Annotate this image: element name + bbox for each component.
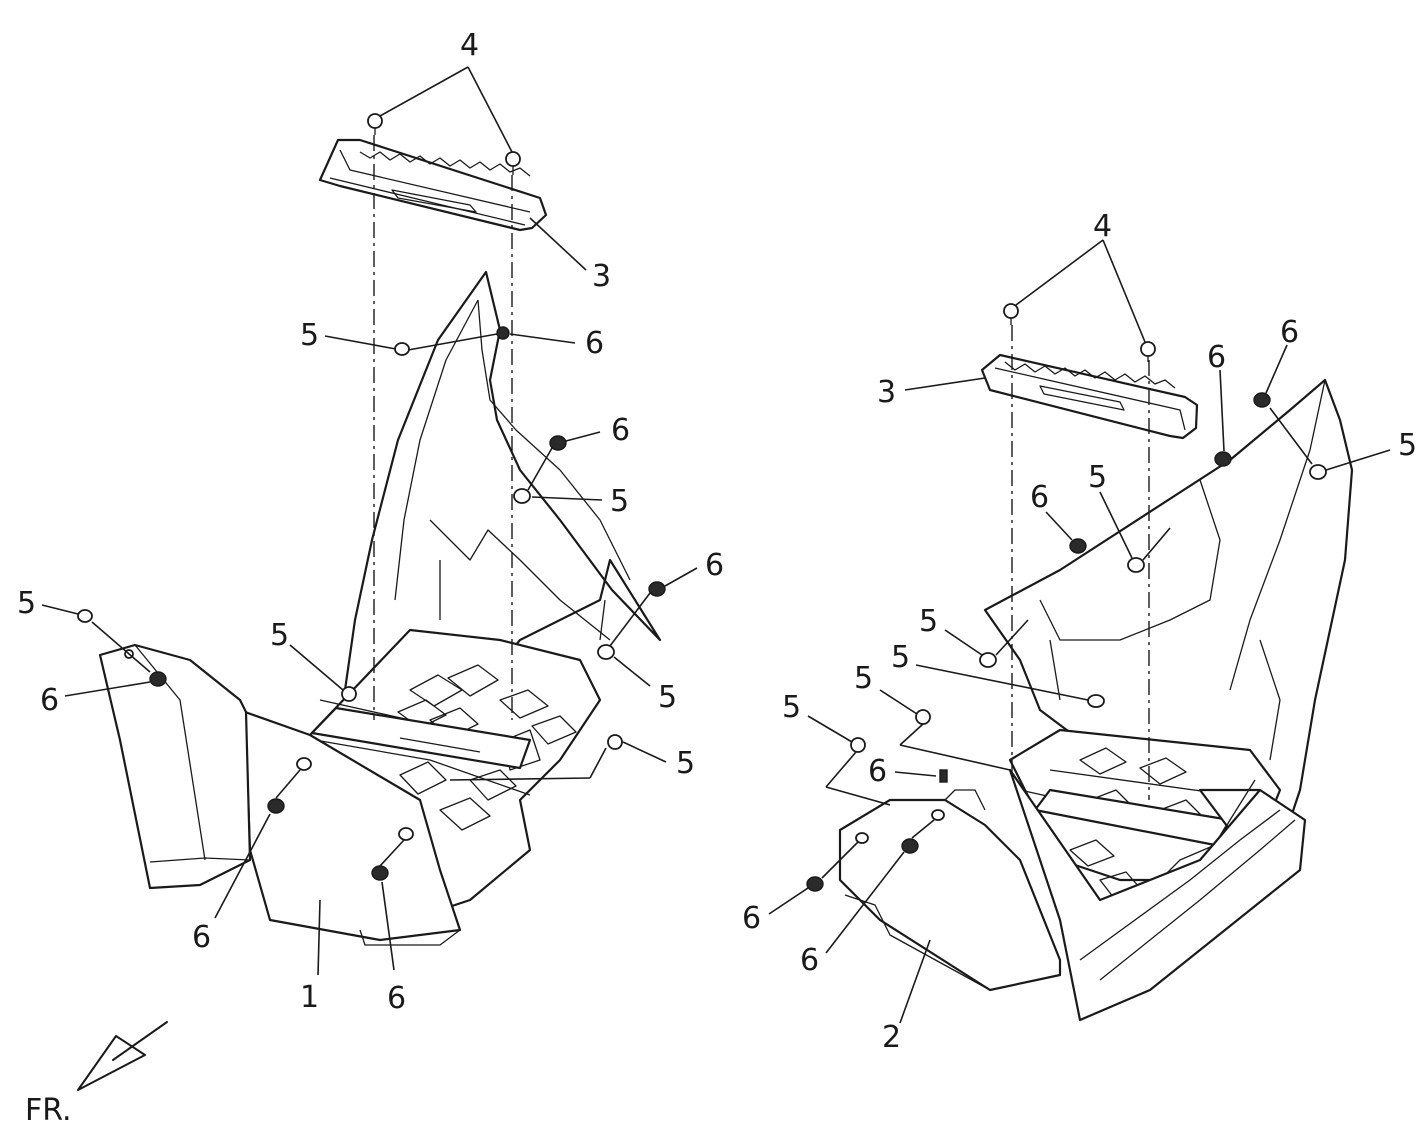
callout-left-6-right: 6 bbox=[705, 548, 724, 583]
callout-right-5-d: 5 bbox=[782, 690, 801, 725]
right-leader-lines bbox=[768, 239, 1391, 1024]
right-footrest-pad-part-3 bbox=[980, 353, 1199, 440]
callout-left-5-top: 5 bbox=[300, 318, 319, 353]
callout-right-6-small: 6 bbox=[868, 754, 887, 789]
callout-right-2: 2 bbox=[882, 1020, 901, 1055]
callout-left-5-outer: 5 bbox=[17, 586, 36, 621]
left-leader-lines bbox=[41, 66, 698, 976]
callout-right-5-b: 5 bbox=[891, 640, 910, 675]
callout-left-6-outer: 6 bbox=[40, 683, 59, 718]
direction-label: FR. bbox=[25, 1093, 72, 1124]
front-direction-indicator: FR. bbox=[25, 1021, 168, 1124]
left-hardware bbox=[77, 113, 666, 881]
callout-left-5-inner: 5 bbox=[270, 618, 289, 653]
callout-right-4: 4 bbox=[1093, 209, 1112, 244]
callout-right-6-top: 6 bbox=[1280, 315, 1299, 350]
callout-right-5-mid: 5 bbox=[1088, 460, 1107, 495]
callout-left-5-bottom: 5 bbox=[676, 746, 695, 781]
callout-right-6-second: 6 bbox=[1207, 340, 1226, 375]
callout-right-5-a: 5 bbox=[919, 604, 938, 639]
left-footrest-pad-part-3 bbox=[318, 138, 548, 232]
left-footwell-part-1 bbox=[98, 270, 662, 946]
callout-labels: 4 3 5 6 6 5 6 5 6 5 5 5 6 1 6 4 3 6 6 5 … bbox=[17, 28, 1417, 1055]
callout-left-6-mid: 6 bbox=[611, 413, 630, 448]
right-footwell-part-2 bbox=[838, 378, 1354, 1022]
callout-left-6-bottom-left: 6 bbox=[192, 920, 211, 955]
callout-left-6-bottom: 6 bbox=[387, 981, 406, 1016]
callout-right-3: 3 bbox=[877, 375, 896, 410]
callout-right-5-c: 5 bbox=[854, 661, 873, 696]
direction-arrow-icon bbox=[77, 1035, 146, 1091]
callout-left-4: 4 bbox=[460, 28, 479, 63]
callout-right-6-outer: 6 bbox=[742, 901, 761, 936]
callout-right-5-far: 5 bbox=[1398, 428, 1417, 463]
callout-left-6-top: 6 bbox=[585, 326, 604, 361]
left-footwell-assembly bbox=[41, 66, 698, 976]
right-hardware bbox=[806, 303, 1327, 892]
callout-right-6-lower: 6 bbox=[800, 943, 819, 978]
callout-left-5-mid: 5 bbox=[610, 484, 629, 519]
callout-left-3: 3 bbox=[592, 259, 611, 294]
callout-left-5-lower: 5 bbox=[658, 680, 677, 715]
callout-left-1: 1 bbox=[300, 980, 319, 1015]
callout-right-6-mid: 6 bbox=[1030, 480, 1049, 515]
right-footwell-assembly bbox=[768, 239, 1391, 1024]
